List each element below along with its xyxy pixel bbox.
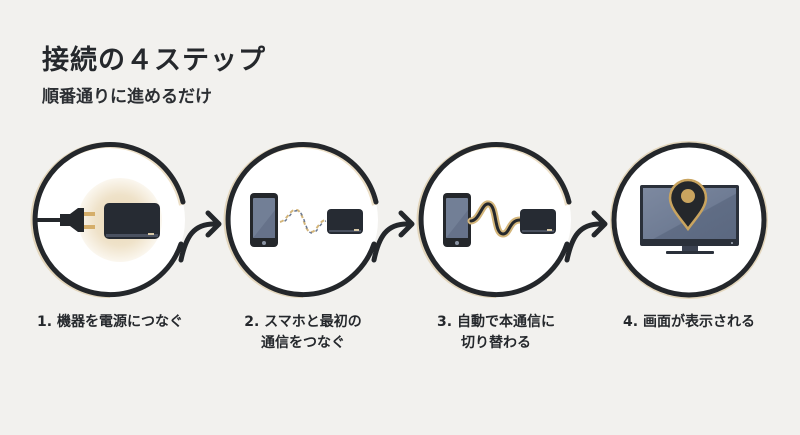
arrow-right-icon xyxy=(564,221,603,263)
arrow-right-icon xyxy=(371,221,410,263)
phone-wired-device-icon xyxy=(443,193,556,247)
monitor-location-pin-icon xyxy=(640,178,739,254)
page-subtitle: 順番通りに進めるだけ xyxy=(42,87,212,107)
step-4-label-line1: 4. 画面が表示される xyxy=(623,314,755,330)
step-2-label: 2. スマホと最初の 通信をつなぐ xyxy=(203,312,403,354)
step-1-circle xyxy=(30,142,222,299)
step-3-circle xyxy=(416,142,608,299)
step-3-label: 3. 自動で本通信に 切り替わる xyxy=(396,312,596,354)
step-2-label-line1: 2. スマホと最初の xyxy=(244,314,362,330)
plug-and-device-icon xyxy=(36,178,162,262)
step-3-label-line2: 切り替わる xyxy=(461,335,531,351)
page-title: 接続の４ステップ xyxy=(42,45,266,76)
phone-wireless-device-icon xyxy=(250,193,363,247)
step-3-label-line1: 3. 自動で本通信に xyxy=(437,314,555,330)
arrow-right-icon xyxy=(178,221,217,263)
step-4-label: 4. 画面が表示される xyxy=(589,312,789,333)
step-2-label-line2: 通信をつなぐ xyxy=(261,335,345,351)
step-1-label-line1: 1. 機器を電源につなぐ xyxy=(37,314,183,330)
step-1-label: 1. 機器を電源につなぐ xyxy=(10,312,210,333)
step-4-circle xyxy=(610,141,768,299)
step-2-circle xyxy=(223,142,415,299)
